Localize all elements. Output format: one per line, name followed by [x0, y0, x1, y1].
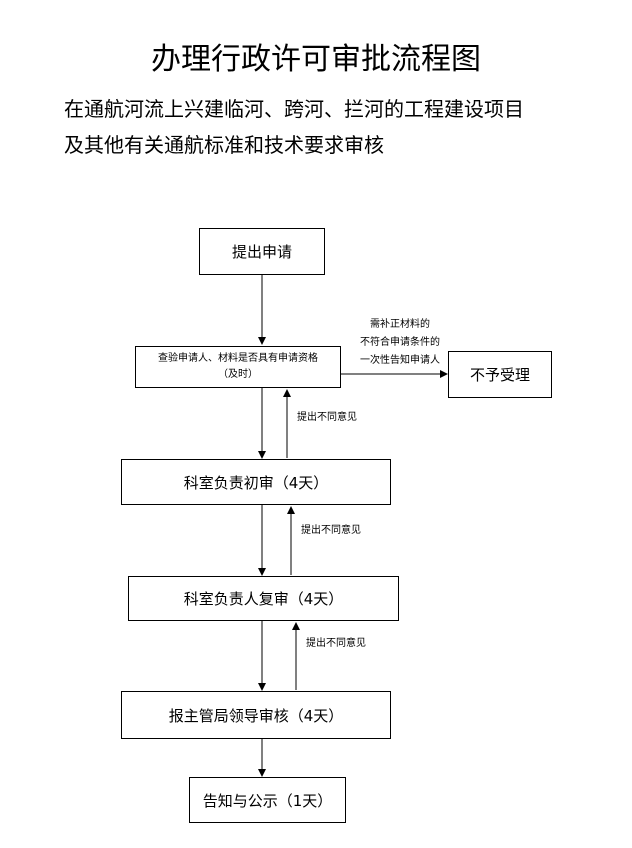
page-title: 办理行政许可审批流程图 — [151, 42, 481, 77]
step-leader-review-label: 报主管局领导审核（4天） — [168, 706, 344, 725]
disagree-label-2: 提出不同意见 — [301, 525, 361, 536]
step-check-qualification-label: 查验申请人、材料是否具有申请资格 — [158, 353, 318, 364]
subtitle-line-2: 及其他有关通航标准和技术要求审核 — [64, 133, 384, 157]
reject-note-line-1: 需补正材料的 — [370, 319, 430, 330]
step-check-qualification-note: （及时） — [218, 369, 258, 380]
step-second-review: 科室负责人复审（4天） — [128, 576, 399, 621]
step-reject-label: 不予受理 — [469, 366, 530, 384]
disagree-label-1: 提出不同意见 — [297, 412, 357, 423]
reject-note-line-2: 不符合申请条件的 — [360, 337, 440, 348]
step-reject: 不予受理 — [448, 351, 552, 398]
subtitle-line-1: 在通航河流上兴建临河、跨河、拦河的工程建设项目 — [64, 97, 524, 121]
reject-note-line-3: 一次性告知申请人 — [360, 355, 440, 366]
disagree-label-3: 提出不同意见 — [306, 638, 366, 649]
step-notify-publish-label: 告知与公示（1天） — [202, 791, 333, 810]
step-submit-application: 提出申请 — [199, 228, 325, 275]
step-notify-publish: 告知与公示（1天） — [189, 777, 346, 823]
step-initial-review-label: 科室负责初审（4天） — [183, 473, 329, 492]
step-leader-review: 报主管局领导审核（4天） — [121, 691, 391, 739]
step-second-review-label: 科室负责人复审（4天） — [183, 590, 344, 608]
step-initial-review: 科室负责初审（4天） — [121, 459, 391, 505]
step-check-qualification: 查验申请人、材料是否具有申请资格 （及时） — [135, 346, 341, 388]
step-submit-application-label: 提出申请 — [231, 243, 292, 261]
